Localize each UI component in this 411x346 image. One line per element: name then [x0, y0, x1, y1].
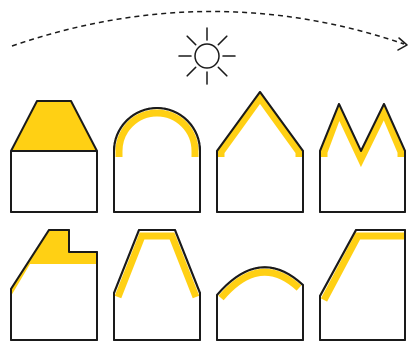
house-mansard-roof [11, 101, 97, 212]
house-shed-roof [320, 230, 405, 340]
house-hip-roof [114, 230, 200, 340]
house-rounded-arch-roof [114, 108, 200, 212]
sun-path-arc [12, 11, 404, 46]
house-double-gable-roof [320, 104, 405, 212]
sun-icon [179, 28, 235, 84]
house-stepped-roof [11, 230, 97, 340]
house-gable-roof [217, 92, 303, 212]
house-shallow-arch-roof [217, 267, 303, 340]
